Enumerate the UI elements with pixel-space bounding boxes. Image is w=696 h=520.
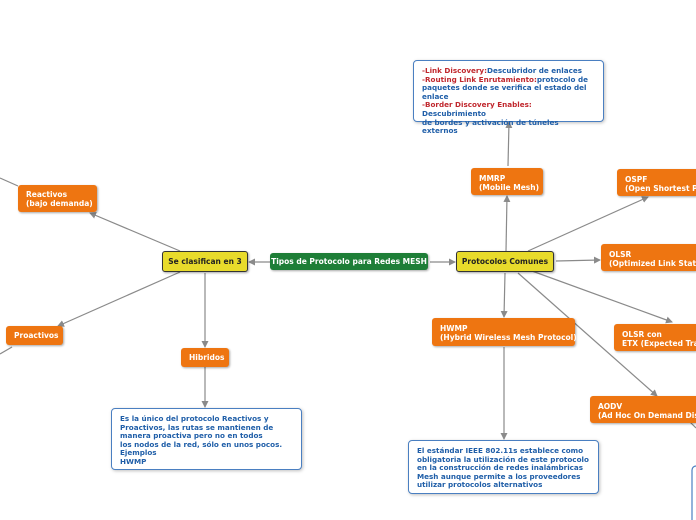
mmrp-note-desc: protocolo de [536, 74, 588, 84]
mmrp-node[interactable]: MMRP (Mobile Mesh) [471, 168, 543, 195]
mmrp-note-link-line: -Link Discovery:Descubridor de enlaces [422, 66, 595, 76]
mmrp-note-border-line: -Border Discovery Enables: Descubrimient… [422, 101, 595, 118]
mmrp-note-term: -Border Discovery Enables: [422, 100, 532, 110]
clasifican-hub[interactable]: Se clasifican en 3 [162, 251, 248, 272]
connector-reactivos-offscreen [0, 177, 19, 187]
mmrp-note[interactable]: -Link Discovery:Descubridor de enlaces -… [413, 60, 604, 135]
reactivos-node[interactable]: Reactivos (bajo demanda) [18, 185, 97, 212]
connector-comunes-hwmp [500, 272, 508, 318]
mmrp-note-desc: de bordes y activación de túneles extern… [422, 117, 559, 136]
comunes-hub[interactable]: Protocolos Comunes [456, 251, 554, 272]
hibridos-note-line: los nodos de la red, sólo en unos pocos. [120, 439, 283, 449]
hwmp-node[interactable]: HWMP (Hybrid Wireless Mesh Protocol) [432, 318, 577, 346]
mmrp-note-term: -Link Discovery: [422, 66, 487, 75]
hwmp-note-line: El estándar IEEE 802.11s establece como [417, 446, 584, 455]
mmrp-note-desc: enlace [422, 91, 449, 101]
hwmp-note-line: Mesh aunque permite a los proveedores [417, 471, 581, 481]
offscreen-node-edge [691, 465, 696, 520]
olsr-etx-node[interactable]: OLSR con ETX (Expected Tras [614, 324, 696, 351]
connector-comunes-olsr-etx [531, 270, 673, 324]
connector-comunes-ospf [527, 196, 649, 252]
proactivos-node[interactable]: Proactivos [6, 326, 63, 345]
hwmp-note-line: en la construcción de redes inalámbricas [417, 463, 584, 473]
mmrp-note-desc: Descubridor de enlaces [487, 66, 583, 75]
hibridos-note-line: Es la único del protocolo Reactivos y [120, 414, 269, 423]
connector-comunes-aodv [517, 272, 658, 397]
connector-clasifican-reactivos [89, 212, 181, 252]
connector-comunes-olsr [555, 256, 601, 264]
hibridos-note[interactable]: Es la único del protocolo Reactivos y Pr… [111, 408, 302, 470]
olsr-node[interactable]: OLSR (Optimized Link State [601, 244, 696, 271]
mmrp-note-desc: Descubrimiento [422, 108, 486, 118]
hibridos-note-line: manera proactiva pero no en todos [120, 431, 263, 441]
connector-comunes-mmrp [503, 195, 511, 252]
mmrp-note-routing-line: -Routing Link Enrutamiento:protocolo de [422, 74, 595, 85]
mmrp-note-term: -Routing Link Enrutamiento: [422, 74, 537, 84]
central-topic[interactable]: Tipos de Protocolo para Redes MESH [270, 253, 428, 270]
aodv-node[interactable]: AODV (Ad Hoc On Demand Dista [590, 396, 696, 423]
ospf-node[interactable]: OSPF (Open Shortest Pa [617, 169, 696, 196]
hibridos-node[interactable]: Hibridos [181, 348, 229, 367]
connector-mmrp-note [505, 121, 513, 167]
hibridos-note-line: HWMP [120, 456, 147, 466]
connector-aodv-offscreen [689, 421, 696, 429]
mmrp-note-desc: paquetes donde se verifica el estado del [422, 83, 587, 93]
hwmp-note-line: obligatoria la utilización de este proto… [417, 454, 589, 464]
hwmp-note-line: utilizar protocolos alternativos [417, 480, 543, 490]
connector-proactivos-offscreen [0, 346, 13, 355]
hibridos-note-line: Ejemplos [120, 448, 157, 458]
hibridos-note-line: Proactivos, las rutas se mantienen de [120, 422, 274, 432]
hwmp-note[interactable]: El estándar IEEE 802.11s establece como … [408, 440, 599, 494]
connector-clasifican-proactivos [57, 271, 181, 327]
